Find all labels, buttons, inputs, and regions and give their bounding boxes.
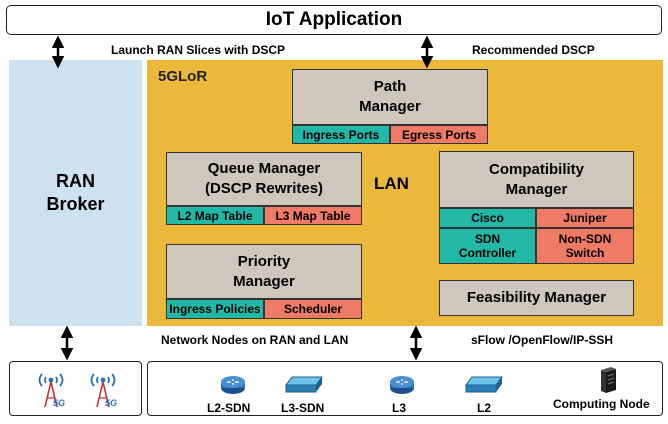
switch-icon — [285, 376, 323, 393]
non-sdn-switch-line2: Switch — [565, 246, 605, 260]
l2-map-table-cell: L2 Map Table — [166, 206, 264, 225]
svg-text:5G: 5G — [53, 398, 65, 408]
node-label-l2sdn: L2-SDN — [207, 401, 251, 415]
compat-manager-line1: Compatibility — [488, 160, 584, 178]
5g-antenna-icon: 5G — [90, 373, 117, 408]
priority-manager-line1: Priority — [237, 252, 291, 270]
server-icon — [601, 367, 616, 393]
ingress-ports-cell: Ingress Ports — [292, 125, 390, 144]
compat-manager-line2: Manager — [505, 180, 568, 198]
compatibility-manager: Compatibility Manager — [439, 151, 634, 208]
switch-icon — [465, 376, 503, 393]
feasibility-manager: Feasibility Manager — [439, 280, 634, 316]
ingress-policies-cell: Ingress Policies — [166, 299, 264, 319]
ran-nodes-box — [9, 361, 142, 416]
cisco-cell: Cisco — [439, 208, 536, 228]
juniper-cell: Juniper — [536, 208, 634, 228]
launch-caption: Launch RAN Slices with DSCP — [111, 43, 286, 57]
network-nodes-caption: Network Nodes on RAN and LAN — [161, 333, 349, 347]
node-label-l3sdn: L3-SDN — [281, 401, 325, 415]
l3-map-table-cell: L3 Map Table — [264, 206, 362, 225]
node-label-l3: L3 — [392, 401, 407, 415]
non-sdn-switch-line1: Non-SDN — [558, 232, 612, 246]
recommended-caption: Recommended DSCP — [472, 43, 595, 57]
ran-broker: RAN Broker — [9, 60, 142, 326]
iot-application-label: IoT Application — [265, 9, 403, 30]
scheduler-cell: Scheduler — [264, 299, 362, 319]
5glor-label: 5GLoR — [158, 68, 208, 85]
ran-broker-line2: Broker — [46, 194, 105, 214]
protocols-caption: sFlow /OpenFlow/IP-SSH — [471, 333, 614, 347]
non-sdn-switch-cell: Non-SDN Switch — [536, 228, 634, 264]
iot-application-box: IoT Application — [6, 5, 662, 35]
priority-manager-line2: Manager — [233, 272, 295, 290]
feasibility-manager-label: Feasibility Manager — [466, 289, 607, 306]
5g-antenna-icon: 5G — [38, 373, 65, 408]
queue-manager-line1: Queue Manager — [207, 160, 321, 177]
lan-label: LAN — [374, 174, 409, 193]
queue-manager-line2: (DSCP Rewrites) — [204, 180, 324, 197]
router-icon — [390, 376, 414, 394]
path-manager-line1: Path — [373, 78, 407, 95]
path-manager-line2: Manager — [359, 98, 421, 115]
ran-broker-line1: RAN — [56, 171, 95, 191]
priority-manager: Priority Manager — [166, 244, 362, 299]
sdn-controller-line2: Controller — [458, 246, 517, 260]
path-manager: Path Manager — [292, 69, 488, 125]
queue-manager: Queue Manager (DSCP Rewrites) — [166, 152, 362, 206]
sdn-controller-cell: SDN Controller — [439, 228, 536, 264]
node-label-l2: L2 — [477, 401, 492, 415]
sdn-controller-line1: SDN — [474, 232, 501, 246]
svg-text:5G: 5G — [105, 398, 117, 408]
node-label-computing: Computing Node — [553, 397, 650, 411]
egress-ports-cell: Egress Ports — [390, 125, 488, 144]
router-icon — [221, 376, 245, 394]
